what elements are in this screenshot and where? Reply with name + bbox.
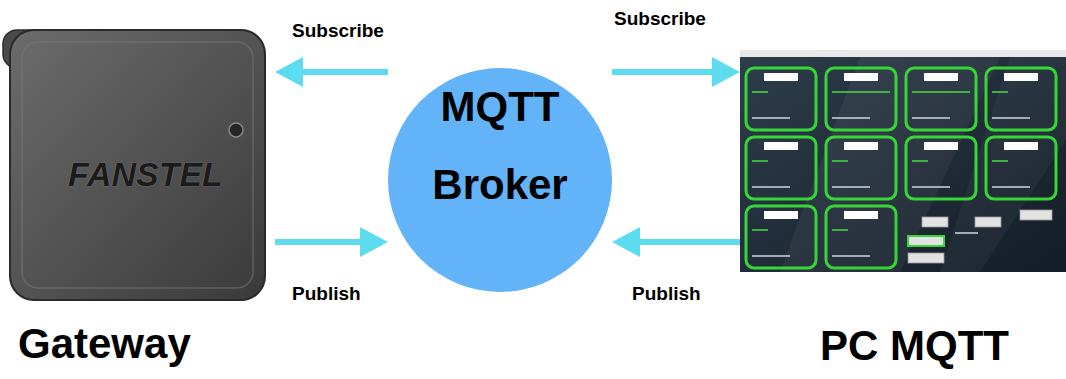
panel-line — [992, 117, 1030, 119]
panel-line — [912, 160, 928, 162]
node-heading: MQTT Broker — [410, 68, 590, 224]
pc-application: PC MQTT — [740, 50, 1066, 377]
app-panel — [826, 206, 896, 268]
flow-arrow — [275, 239, 374, 245]
panel-line — [912, 91, 970, 93]
panel-line — [832, 91, 890, 93]
app-panel — [986, 137, 1056, 199]
gateway-housing — [10, 30, 265, 300]
node-heading: PC MQTT — [820, 322, 1009, 370]
app-panel — [746, 206, 816, 268]
app-panel — [826, 68, 896, 130]
panel-line — [752, 117, 790, 119]
app-button — [922, 217, 948, 227]
app-panel — [826, 137, 896, 199]
app-panel — [746, 137, 816, 199]
panel-line — [832, 160, 848, 162]
app-window — [740, 50, 1066, 272]
edge-label: Publish — [630, 283, 703, 305]
panel-header — [924, 73, 958, 81]
panel-line — [752, 229, 768, 231]
panel-line — [752, 91, 768, 93]
node-heading: Gateway — [18, 320, 191, 368]
panel-line — [832, 186, 870, 188]
flow-arrow — [289, 69, 388, 75]
broker-circle: MQTT Broker — [388, 68, 612, 292]
app-panel — [986, 68, 1056, 130]
app-panel — [906, 68, 976, 130]
status-line — [955, 232, 978, 234]
panel-line — [992, 160, 1008, 162]
panel-line — [752, 160, 768, 162]
app-panel — [906, 137, 976, 199]
panel-header — [844, 211, 878, 219]
panel-header — [1004, 73, 1038, 81]
edge-label: Publish — [290, 283, 363, 305]
panel-header — [764, 73, 798, 81]
panel-header — [1004, 142, 1038, 150]
panel-line — [912, 186, 950, 188]
broker-circle-shape — [388, 68, 612, 292]
brand-logo: FANSTEL — [68, 155, 223, 194]
panel-header — [764, 211, 798, 219]
panel-line — [912, 117, 950, 119]
panel-line — [832, 255, 870, 257]
app-button — [1020, 210, 1052, 220]
panel-line — [832, 117, 870, 119]
panel-line — [832, 229, 848, 231]
app-button — [975, 217, 1001, 227]
app-title-bar — [740, 50, 1066, 57]
flow-arrow — [612, 69, 726, 75]
panel-header — [764, 142, 798, 150]
flow-arrow — [626, 239, 740, 245]
housing-lid — [22, 42, 253, 288]
housing-screw — [229, 123, 243, 137]
panel-header — [844, 142, 878, 150]
panel-line — [992, 186, 1030, 188]
app-button — [908, 236, 944, 246]
edge-label: Subscribe — [612, 8, 708, 30]
app-button — [908, 253, 944, 263]
panel-line — [752, 255, 790, 257]
panel-line — [752, 186, 790, 188]
panel-header — [924, 142, 958, 150]
edge-label: Subscribe — [290, 20, 386, 42]
app-panel — [746, 68, 816, 130]
gateway-device: FANSTEL Gateway — [0, 20, 275, 377]
panel-line — [992, 91, 1008, 93]
panel-header — [844, 73, 878, 81]
screen-glare — [940, 57, 1066, 272]
